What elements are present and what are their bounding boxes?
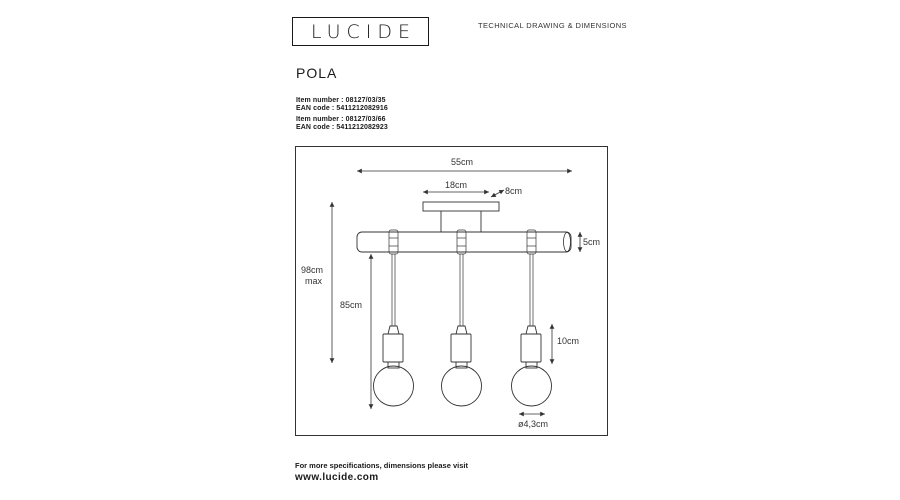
wooden-bar — [356, 231, 572, 253]
item-number-2: Item number : 08127/03/66 — [296, 116, 386, 123]
product-name: POLA — [296, 65, 338, 81]
bulb-diameter-label: ø4,3cm — [518, 419, 548, 429]
max-height-suffix: max — [305, 276, 323, 286]
pendant-right — [511, 325, 552, 407]
max-height-label: 98cm — [301, 265, 323, 275]
bar-height-label: 5cm — [583, 237, 600, 247]
canopy-width-label: 18cm — [445, 180, 467, 190]
bar-end-cap — [563, 232, 571, 252]
technical-drawing: 55cm 18cm 8cm 5cm 98cm max — [295, 146, 608, 436]
bar-rings — [388, 229, 537, 255]
lucide-logo: LUCIDE — [292, 17, 429, 46]
cable-length-label: 85cm — [340, 300, 362, 310]
total-width-label: 55cm — [451, 157, 473, 167]
header-label: TECHNICAL DRAWING & DIMENSIONS — [478, 21, 627, 30]
ean-code-1: EAN code : 5411212082916 — [296, 105, 388, 112]
canopy-depth-label: 8cm — [505, 186, 522, 196]
footer-info-text: For more specifications, dimensions plea… — [295, 461, 468, 470]
pendant-left — [373, 325, 414, 407]
pendant-middle — [441, 325, 482, 407]
item-number-1: Item number : 08127/03/35 — [296, 97, 386, 104]
holder-height-label: 10cm — [557, 336, 579, 346]
pendant-cords — [391, 254, 534, 326]
canopy — [422, 201, 500, 212]
logo-text: LUCIDE — [310, 20, 417, 43]
website-link[interactable]: www.lucide.com — [295, 472, 379, 483]
ean-code-2: EAN code : 5411212082923 — [296, 124, 388, 131]
canopy-depth-dim-line — [490, 189, 505, 198]
drawing-frame — [295, 146, 608, 436]
